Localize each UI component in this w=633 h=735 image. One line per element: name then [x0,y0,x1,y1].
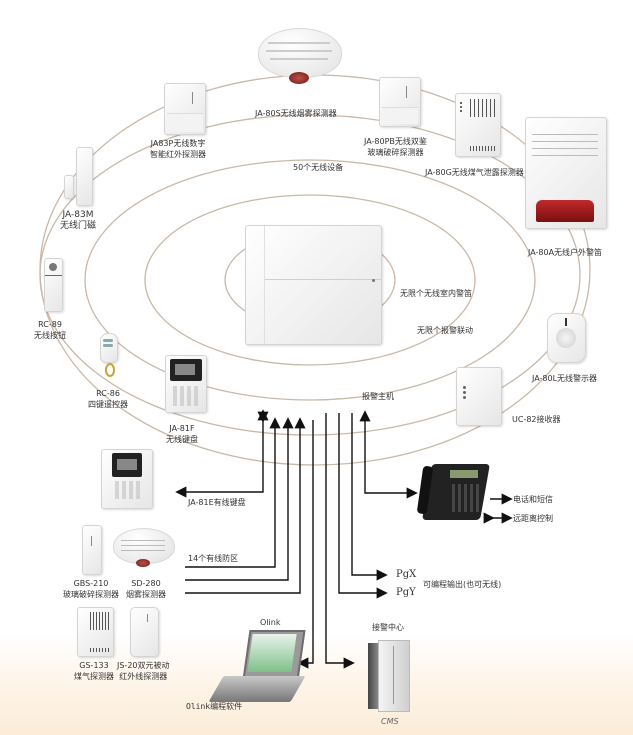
wireless-indicator-ja80l-icon [547,313,586,363]
label-ja80s: JA-80S无线烟雾探测器 [255,109,337,118]
label-rc86-line1: RC-86 [96,389,120,398]
glass-break-detector-ja80pb-icon [379,77,421,127]
ring-label-wireless-devices: 50个无线设备 [293,163,344,172]
ring-label-alarm-linkage: 无限个报警联动 [417,326,473,335]
label-ja83m-line2: 无线门磁 [60,221,97,231]
label-gbs210-line1: GBS-210 [73,579,109,588]
smoke-detector-sd280-icon [113,528,175,570]
line-phone [364,420,418,499]
label-rc89-line2: 无线按钮 [34,331,66,340]
gas-detector-gs133-icon [77,607,114,657]
label-sd280-line1: SD-280 [131,579,161,588]
label-wired-zones: 14个有线防区 [188,554,239,563]
label-ja80g: JA-80G无线煤气泄露探测器 [425,168,524,177]
label-ja83p-line2: 智能红外探测器 [150,150,206,159]
laptop-icon [208,630,306,710]
alarm-panel-label: 报警主机 [362,392,394,401]
label-ja83m-line1: JA-83M [62,210,94,220]
line-pgx [351,413,388,581]
line-zone-3 [185,417,306,594]
door-contact-ja83m-icon [64,147,93,206]
label-programmable-output: 可编程输出(也可无线) [423,580,502,589]
wireless-keypad-ja81f-icon [165,355,207,413]
label-olink-software: Olink编程软件 [186,702,243,711]
label-ja80a: JA-80A无线户外警笛 [528,248,603,257]
label-gs133-line1: GS-133 [79,661,109,670]
gas-detector-ja80g-icon [455,93,501,157]
label-ja80l: JA-80L无线警示器 [532,374,598,383]
label-gs133: GS-133 煤气探测器 [74,660,114,682]
line-olink [297,420,314,669]
label-rc89-line1: RC-89 [38,320,62,329]
glass-break-detector-gbs210-icon [82,525,102,575]
server-tower-icon [368,640,410,712]
label-sd280-line2: 烟雾探测器 [126,590,166,599]
ring-label-indoor-sirens: 无限个无线室内警笛 [400,289,472,298]
line-zone-1 [185,417,281,568]
label-gbs210: GBS-210 玻璃破碎探测器 [63,578,119,600]
label-ja83p: JA83P无线数字 智能红外探测器 [150,138,206,160]
label-ja81f: JA-81F 无线键盘 [166,423,198,445]
pir-detector-js20-icon [130,607,159,657]
label-rc86: RC-86 四键遥控器 [88,388,128,410]
smoke-detector-ja80s-icon [258,28,342,88]
label-phone-sms: 电话和短信 [513,495,553,504]
label-ja80pb: JA-80PB无线双鉴 玻璃破碎探测器 [364,136,427,158]
label-ja80pb-line1: JA-80PB无线双鉴 [364,137,427,146]
label-js20: JS-20双元被动 红外线探测器 [117,660,170,682]
outdoor-siren-ja80a-icon [525,117,607,229]
keyfob-rc86-icon [100,333,118,377]
label-rc89: RC-89 无线按钮 [34,319,66,341]
label-uc82: UC-82接收器 [512,415,561,424]
label-alarm-receiving-center: 接警中心 [372,623,404,632]
pir-detector-ja83p-icon [164,83,206,135]
label-ja81f-line2: 无线键盘 [166,435,198,444]
label-ja81f-line1: JA-81F [169,424,195,433]
label-pgy: PgY [396,587,416,598]
label-ja83p-line1: JA83P无线数字 [150,139,206,148]
line-pgy [338,413,388,599]
label-pgx: PgX [396,569,417,580]
label-gs133-line2: 煤气探测器 [74,672,114,681]
line-zone-2 [185,417,294,581]
label-ja83m: JA-83M 无线门磁 [60,210,96,232]
label-js20-line2: 红外线探测器 [119,672,168,681]
wired-keypad-ja81e-icon [101,449,153,509]
line-cms [325,413,355,669]
label-ja81e: JA-81E有线键盘 [188,498,246,507]
ring-3 [84,159,536,401]
label-gbs210-line2: 玻璃破碎探测器 [63,590,119,599]
receiver-uc82-icon [456,367,502,426]
label-ja80pb-line2: 玻璃破碎探测器 [367,148,424,157]
ring-2 [144,194,476,366]
line-keypad [175,411,269,498]
label-sd280: SD-280 烟雾探测器 [126,578,166,600]
label-rc86-line2: 四键遥控器 [88,400,128,409]
label-js20-line1: JS-20双元被动 [117,661,170,670]
telephone-icon [412,462,490,522]
label-remote-control: 远距离控制 [513,514,553,523]
label-olink: Olink [260,618,281,627]
alarm-control-panel [245,225,382,345]
label-cms: CMS [381,717,399,726]
panic-button-rc89-icon [44,258,63,312]
